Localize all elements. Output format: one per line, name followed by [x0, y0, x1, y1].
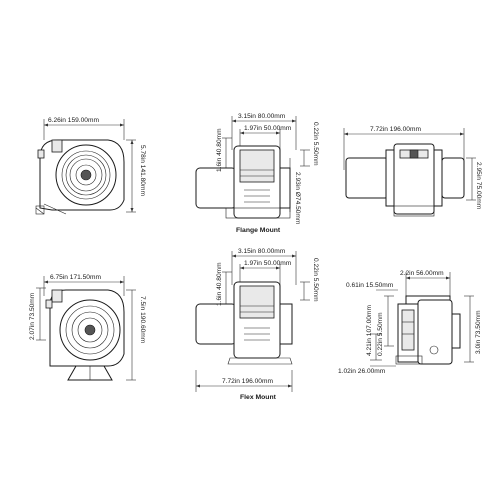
- flange-blower-side-view: [35, 119, 136, 215]
- flex-blower-width-label: 6.75in 171.50mm: [50, 274, 101, 281]
- flex-mount-top-inner-label: 1.97in 50.00mm: [244, 260, 292, 267]
- flange-blower-width-label: 6.26in 159.00mm: [48, 117, 99, 124]
- flange-mount-caption: Flange Mount: [236, 227, 281, 234]
- flex-side-right-height-label: 3.0in 73.50mm: [475, 310, 482, 354]
- flex-side-bottom-label: 1.02in 26.00mm: [338, 368, 386, 375]
- flange-mount-top-inner-label: 1.97in 50.00mm: [244, 125, 292, 132]
- flange-side-width-label: 7.72in 196.00mm: [370, 126, 421, 133]
- flex-mount-right-height-label: 0.22in 5.50mm: [312, 258, 319, 302]
- flex-side-view: [370, 272, 474, 367]
- flex-mount-bottom-width-label: 7.72in 196.00mm: [222, 378, 273, 385]
- flex-blower-side-view: [36, 276, 136, 381]
- flange-mount-left-height-label: 1.6in 40.80mm: [216, 128, 223, 172]
- flange-mount-right-height-label: 0.22in 5.50mm: [312, 122, 319, 166]
- flange-side-view: [343, 128, 476, 217]
- flange-mount-front-view: [195, 116, 310, 219]
- flex-mount-top-outer-label: 3.15in 80.00mm: [238, 248, 286, 255]
- flange-side-height-label: 2.95in 75.00mm: [475, 162, 482, 210]
- flex-blower-left-height-label: 2.07in 73.50mm: [29, 292, 36, 340]
- flex-side-top-right-label: 2.2in 56.00mm: [400, 270, 444, 277]
- flange-mount-top-outer-label: 3.15in 80.00mm: [238, 113, 286, 120]
- flex-side-vert-a-label: 4.21in 107.00mm: [366, 305, 373, 356]
- flex-blower-right-height-label: 7.5in 190.60mm: [139, 296, 146, 344]
- flex-mount-front-view: [195, 251, 310, 392]
- flex-side-vert-b-label: 0.22in 5.50mm: [377, 312, 384, 356]
- flex-mount-caption: Flex Mount: [240, 394, 277, 401]
- flange-blower-height-label: 5.78in 141.80mm: [139, 145, 146, 196]
- flex-mount-left-height-label: 1.6in 40.80mm: [216, 262, 223, 306]
- flex-side-top-left-label: 0.61in 15.50mm: [346, 282, 394, 289]
- flange-mount-diameter-label: 2.93in Ø74.50mm: [294, 172, 301, 225]
